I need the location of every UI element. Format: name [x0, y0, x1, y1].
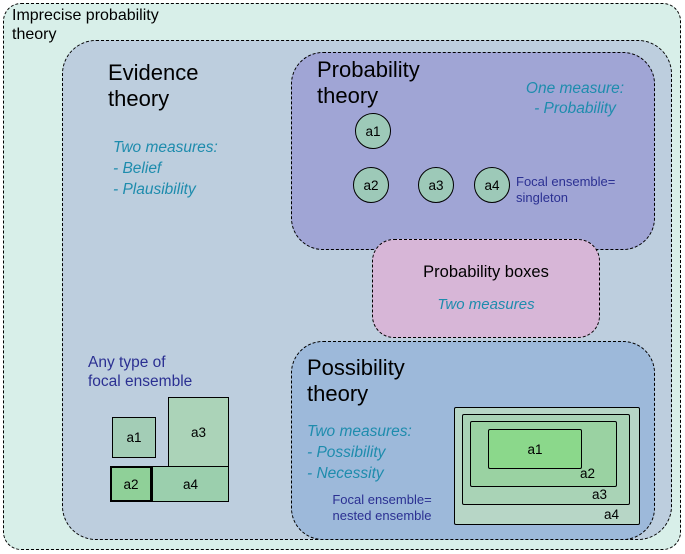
element-label: a1	[365, 123, 381, 139]
element-label-a4: a4	[604, 507, 620, 522]
probability-element-a4: a4	[474, 167, 510, 203]
probability-focal-note: Focal ensemble= singleton	[516, 174, 616, 205]
element-label-a3: a3	[592, 487, 608, 502]
imprecise-probability-title: Imprecise probability theory	[12, 7, 159, 43]
evidence-focal-note: Any type of focal ensemble	[88, 354, 193, 390]
element-label: a4	[182, 476, 199, 492]
element-label: a2	[123, 476, 139, 492]
element-label: a3	[190, 425, 207, 440]
probability-theory-measures: One measure: - Probability	[525, 80, 625, 117]
element-label: a4	[484, 177, 500, 193]
evidence-element-a3: a3	[168, 397, 229, 468]
probability-theory-title: Probability theory	[317, 57, 420, 108]
probability-boxes-measures: Two measures	[437, 296, 535, 313]
element-label: a3	[428, 177, 444, 193]
evidence-theory-measures: Two measures: - Belief - Plausibility	[113, 139, 218, 198]
possibility-nested-rect-a1: a1	[488, 429, 582, 469]
probability-boxes-title: Probability boxes	[423, 263, 549, 281]
evidence-element-a4: a4	[152, 466, 229, 502]
possibility-focal-note: Focal ensemble= nested ensemble	[332, 492, 432, 523]
possibility-theory-measures: Two measures: - Possibility - Necessity	[307, 423, 412, 482]
evidence-element-a2: a2	[110, 466, 152, 502]
element-label: a1	[527, 441, 543, 457]
element-label: a1	[126, 430, 142, 445]
possibility-theory-title: Possibility theory	[307, 355, 405, 406]
probability-element-a2: a2	[353, 167, 389, 203]
probability-boxes-region	[372, 239, 600, 338]
evidence-element-a1: a1	[112, 417, 156, 458]
element-label-a2: a2	[580, 466, 596, 481]
probability-element-a1: a1	[355, 113, 391, 149]
evidence-theory-title: Evidence theory	[108, 60, 199, 111]
probability-element-a3: a3	[418, 167, 454, 203]
element-label: a2	[363, 177, 379, 193]
